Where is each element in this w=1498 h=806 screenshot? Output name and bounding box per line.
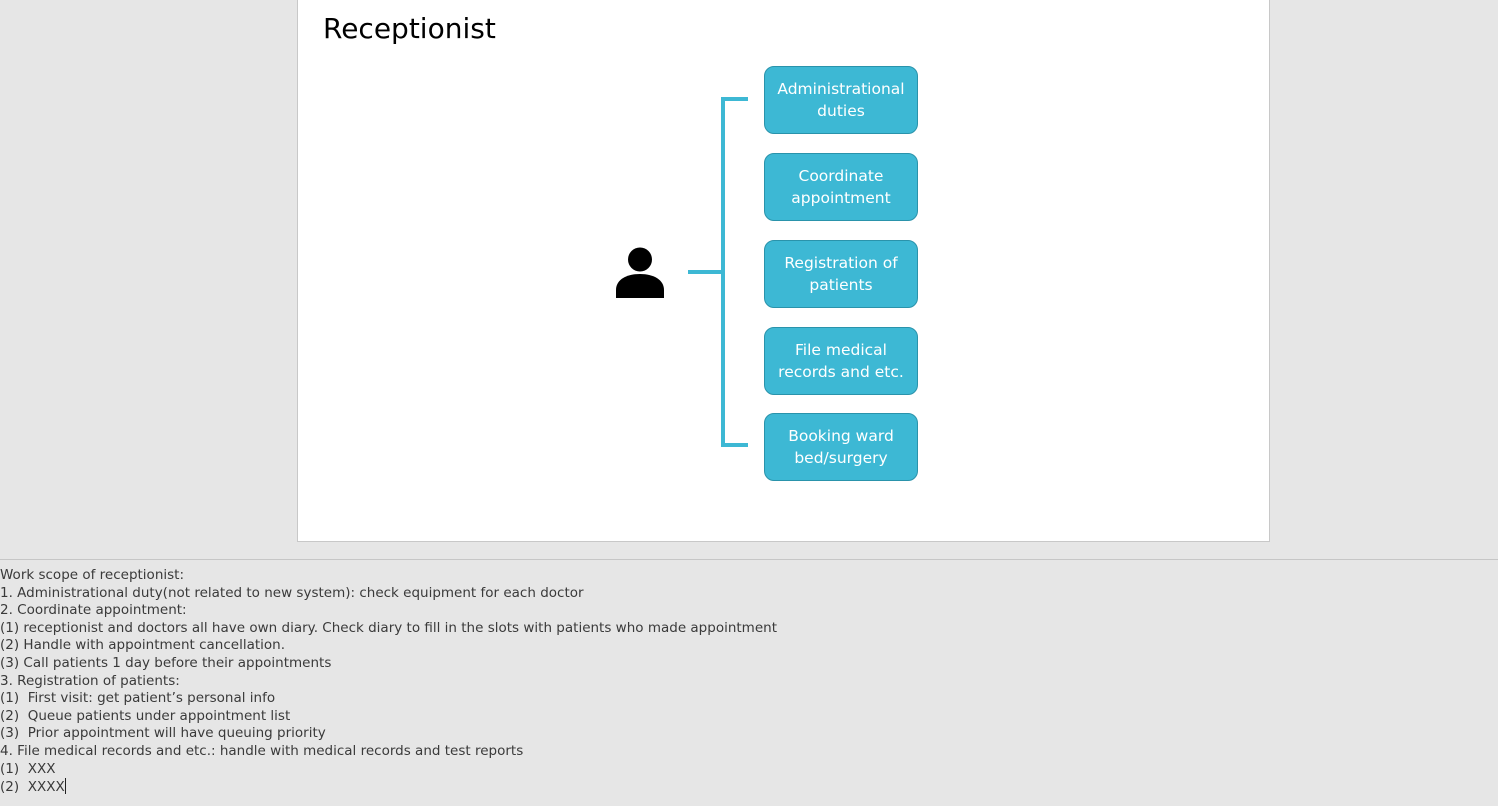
box-administrational-duties[interactable]: Administrational duties <box>764 66 918 134</box>
box-registration-of-patients[interactable]: Registration of patients <box>764 240 918 308</box>
box-booking-ward-bed[interactable]: Booking ward bed/surgery <box>764 413 918 481</box>
notes-line: (1) First visit: get patient’s personal … <box>0 690 276 707</box>
person-icon <box>616 247 664 298</box>
notes-line-last: (2) XXXX <box>0 778 1490 796</box>
box-file-medical-records[interactable]: File medical records and etc. <box>764 327 918 395</box>
speaker-notes[interactable]: Work scope of receptionist: 1. Administr… <box>0 567 1490 796</box>
notes-line: (2) Handle with appointment cancellation… <box>0 637 286 654</box>
notes-line: 4. File medical records and etc.: handle… <box>0 742 524 759</box>
notes-line: (1) XXX <box>0 760 56 777</box>
bracket-connector <box>688 97 748 447</box>
box-coordinate-appointment[interactable]: Coordinate appointment <box>764 153 918 221</box>
notes-line: 3. Registration of patients: <box>0 672 180 689</box>
notes-divider[interactable] <box>0 559 1498 560</box>
notes-line: 2. Coordinate appointment: <box>0 602 187 619</box>
notes-line-text: (2) XXXX <box>0 779 65 796</box>
slide-canvas[interactable]: Receptionist Administrational duties Coo… <box>297 0 1270 542</box>
notes-line: 1. Administrational duty(not related to … <box>0 584 584 601</box>
notes-line: (2) Queue patients under appointment lis… <box>0 707 291 724</box>
notes-line: (1) receptionist and doctors all have ow… <box>0 619 777 636</box>
notes-line: Work scope of receptionist: <box>0 567 185 583</box>
notes-line: (3) Prior appointment will have queuing … <box>0 725 326 742</box>
slide-title[interactable]: Receptionist <box>323 12 496 45</box>
text-cursor <box>64 778 66 795</box>
notes-line: (3) Call patients 1 day before their app… <box>0 654 332 671</box>
